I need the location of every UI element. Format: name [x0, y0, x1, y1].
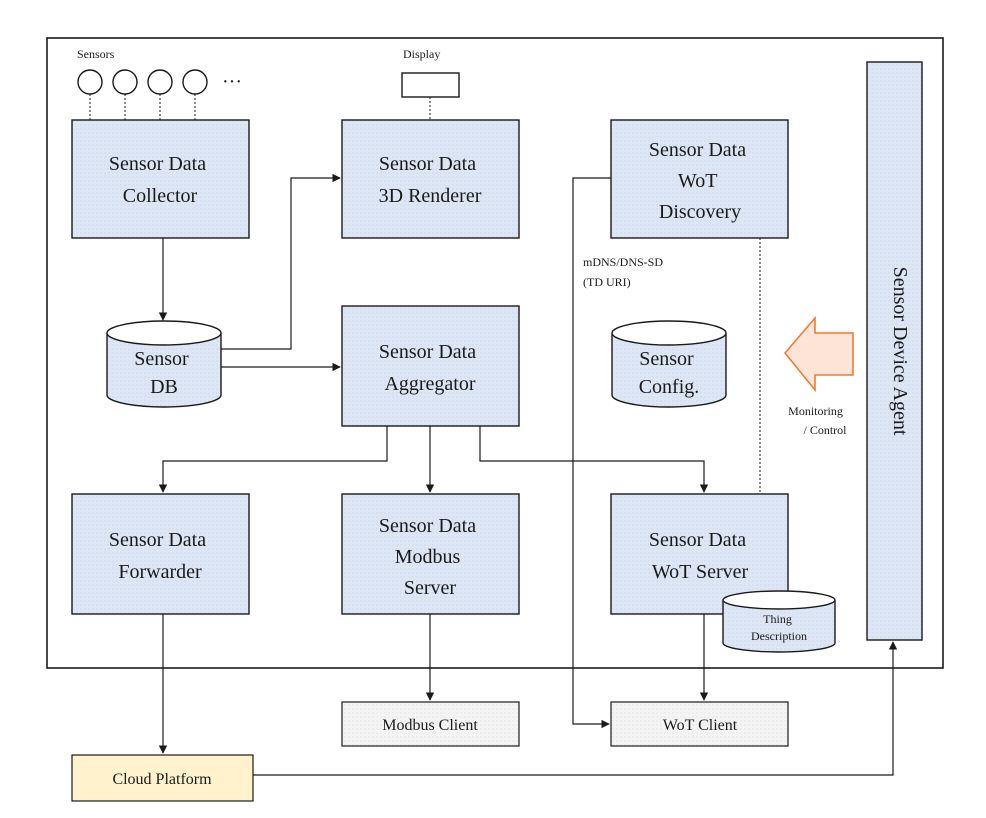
svg-text:Sensor Data Modbus: Sensor Data Modbus Server	[379, 515, 481, 599]
svg-text:Sensor Data WoT Di: Sensor Data WoT Discovery	[649, 139, 751, 223]
sensor-circle	[77, 69, 103, 95]
sensor-config-cylinder: Sensor Config.	[611, 320, 727, 408]
sensor-data-3d-renderer: Sensor Data 3D Renderer	[341, 119, 520, 239]
sensor-data-aggregator: Sensor Data Aggregator	[341, 305, 520, 427]
mdns-label-line2: (TD URI)	[583, 275, 631, 289]
sensor-links	[89, 94, 196, 120]
wot-server-title-line2: WoT Server	[652, 561, 749, 583]
svg-text:Sensor Data 3D Renderer: Sensor Data 3D Renderer	[379, 153, 482, 207]
monitoring-label-line1: Monitoring	[788, 404, 843, 418]
aggregator-title-line1: Sensor Data	[379, 341, 476, 363]
thing-description-line2: Description	[751, 629, 807, 643]
connector-cloud-agent	[253, 641, 898, 776]
wot-client: WoT Client	[610, 701, 789, 747]
collector-title-line1: Sensor Data	[109, 153, 206, 175]
svg-text:Sensor Data Forwarder: Sensor Data Forwarder	[109, 529, 211, 583]
sensor-circle	[112, 69, 138, 95]
sensor-config-line2: Config.	[639, 376, 700, 398]
modbus-server-title-line2: Modbus	[395, 546, 461, 568]
discovery-title-line1: Sensor Data	[649, 139, 746, 161]
modbus-client-label: Modbus Client	[382, 717, 478, 734]
svg-text:Sensor DB: Sensor DB	[134, 348, 193, 398]
renderer-title-line1: Sensor Data	[379, 153, 476, 175]
sensors-label: Sensors	[77, 47, 115, 61]
svg-text:Sensor Config.: Sensor Config.	[639, 348, 700, 398]
cloud-platform: Cloud Platform	[71, 754, 254, 802]
connectors	[158, 173, 898, 776]
display-box	[401, 72, 460, 98]
wot-client-label: WoT Client	[663, 717, 738, 734]
mdns-label-line1: mDNS/DNS-SD	[583, 255, 663, 269]
svg-text:Thing Description: Thing Description	[751, 612, 807, 643]
thing-description-line1: Thing	[763, 612, 792, 626]
svg-text:mDNS/DNS-SD (TD URI): mDNS/DNS-SD (TD URI)	[583, 255, 666, 289]
sensor-circles	[77, 69, 208, 95]
discovery-title-line2: WoT	[678, 170, 717, 192]
connector-aggregator-forwarder	[158, 426, 388, 493]
sensor-db-line1: Sensor	[134, 348, 189, 370]
sensor-data-wot-discovery: Sensor Data WoT Discovery	[610, 119, 789, 239]
svg-text:Monitoring / Control: Monitoring / Control	[788, 404, 847, 437]
device-agent-label: Sensor Device Agent	[889, 267, 911, 436]
sensor-data-forwarder: Sensor Data Forwarder	[71, 493, 250, 615]
svg-text:Sensor Data Collector: Sensor Data Collector	[109, 153, 211, 207]
sensor-db-line2: DB	[150, 376, 178, 398]
sensor-config-line1: Sensor	[639, 348, 694, 370]
thing-description-cylinder: Thing Description	[722, 590, 836, 653]
discovery-title-line3: Discovery	[659, 201, 741, 223]
sensor-circle	[147, 69, 173, 95]
aggregator-title-line2: Aggregator	[384, 373, 475, 395]
forwarder-title-line2: Forwarder	[118, 561, 202, 583]
connector-aggregator-wot	[479, 426, 709, 493]
wot-server-title-line1: Sensor Data	[649, 529, 746, 551]
renderer-title-line2: 3D Renderer	[379, 185, 482, 207]
monitoring-control-arrow	[783, 315, 854, 393]
svg-text:Sensor Data WoT Server: Sensor Data WoT Server	[649, 529, 751, 583]
connector-db-renderer	[221, 173, 341, 350]
sensor-db-cylinder: Sensor DB	[106, 320, 222, 408]
forwarder-title-line1: Sensor Data	[109, 529, 206, 551]
monitoring-label-line2: / Control	[803, 423, 847, 437]
display-label: Display	[403, 47, 440, 61]
modbus-server-title-line1: Sensor Data	[379, 515, 476, 537]
cloud-platform-label: Cloud Platform	[112, 771, 212, 788]
system-boundary	[46, 37, 944, 669]
sensor-data-modbus-server: Sensor Data Modbus Server	[341, 493, 520, 615]
sensor-device-agent: Sensor Device Agent	[866, 61, 923, 641]
modbus-client: Modbus Client	[341, 701, 520, 747]
collector-title-line2: Collector	[123, 185, 198, 207]
modbus-server-title-line3: Server	[404, 577, 457, 599]
svg-text:Sensor Data Aggregator: Sensor Data Aggregator	[379, 341, 481, 395]
connector-discovery-wotclient	[572, 177, 611, 729]
sensor-data-collector: Sensor Data Collector	[71, 119, 250, 239]
sensor-circle	[182, 69, 208, 95]
sensors-ellipsis: ···	[222, 71, 242, 93]
